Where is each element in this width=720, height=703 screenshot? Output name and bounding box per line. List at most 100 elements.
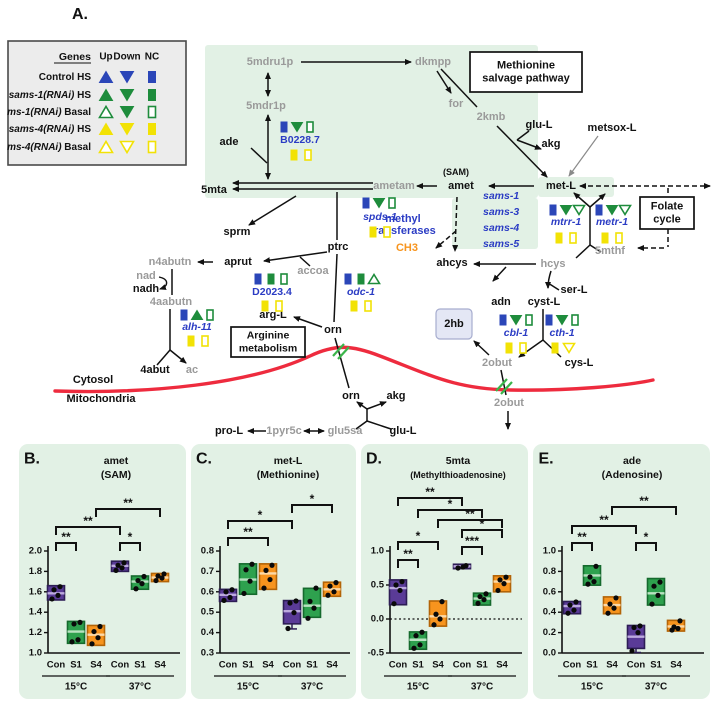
data-point [311, 605, 317, 611]
pathway-line [248, 195, 297, 226]
data-point [463, 563, 469, 569]
data-point [677, 618, 683, 624]
y-tick-label: 0.5 [201, 607, 215, 618]
metabolite-metsox-L: metsox-L [588, 122, 637, 134]
data-point [51, 587, 57, 593]
metabolite-cytosol: Cytosol [73, 374, 113, 386]
gene-label-sams-3: sams-3 [483, 206, 519, 218]
pathway-line [492, 266, 507, 282]
data-point [307, 598, 313, 604]
data-point [153, 577, 159, 584]
data-point [55, 592, 61, 598]
y-tick-label: 1.0 [29, 648, 42, 659]
data-point [139, 581, 145, 587]
y-tick-label: 0.5 [371, 580, 385, 591]
gene-label-spds-1: spds-1 [363, 211, 397, 223]
sig-bracket [227, 537, 269, 546]
x-cat-label: Con [111, 660, 130, 671]
y-tick-label: 1.8 [29, 566, 42, 577]
group-label: 37°C [645, 682, 667, 693]
transport-slash-icon [495, 378, 508, 392]
data-point [431, 622, 437, 628]
sig-label: ** [425, 485, 435, 499]
pathway-box-folate [639, 196, 695, 230]
group-label: 15°C [237, 682, 259, 693]
data-point [433, 611, 439, 617]
x-cat-label: S1 [412, 660, 424, 671]
metabolite-1pyr5c: 1pyr5c [266, 425, 301, 437]
pathway-line [366, 420, 392, 430]
x-cat-label: Con [389, 660, 408, 671]
y-tick-label: 1.0 [371, 546, 384, 557]
square-icon [364, 300, 372, 312]
sig-label: * [310, 492, 315, 506]
metabolite-5mdru1p: 5mdru1p [247, 56, 294, 68]
data-point [649, 601, 655, 607]
sig-bracket [95, 508, 161, 517]
pathway-line [575, 244, 591, 259]
data-point [57, 584, 63, 590]
x-cat-label: S1 [476, 660, 488, 671]
metabolite-2obut-m: 2obut [494, 397, 524, 409]
legend-col-nc: NC [145, 52, 159, 63]
metabolite-orn-m: orn [342, 390, 360, 402]
square-icon [206, 309, 214, 321]
square-icon [388, 197, 396, 209]
box [258, 563, 278, 591]
sig-label: * [128, 530, 133, 544]
square-icon [569, 232, 577, 244]
metabolite-sam: (SAM) [443, 167, 469, 177]
square-icon [357, 273, 365, 285]
gene-label-sams-1: sams-1 [483, 190, 519, 202]
data-point [161, 571, 167, 577]
nad-nadh-hook [158, 276, 168, 290]
pathway-box-label: cycle [653, 214, 681, 226]
y-tick-label: 0.0 [543, 648, 556, 659]
data-point [261, 585, 267, 591]
data-point [477, 593, 483, 600]
square-icon [350, 300, 358, 312]
data-point [565, 610, 571, 616]
pathway-line [573, 192, 591, 208]
data-point [71, 621, 77, 627]
data-point [243, 567, 249, 573]
gene-label-sams-5: sams-5 [483, 238, 519, 250]
data-point [159, 575, 165, 581]
x-cat-label: Con [563, 660, 582, 671]
pathway-line [473, 340, 490, 356]
data-point [651, 583, 657, 589]
sig-bracket [461, 529, 503, 538]
metabolite-n4abutn: n4abutn [149, 256, 192, 268]
x-cat-label: S4 [262, 660, 274, 671]
data-point [91, 628, 97, 635]
metabolite-2kmb: 2kmb [477, 111, 506, 123]
data-point [497, 577, 503, 583]
up-triangle-icon [190, 309, 204, 320]
data-point [503, 574, 509, 580]
pathway-line [356, 401, 368, 410]
metabolite-ser-L: ser-L [561, 284, 588, 296]
sig-label: ** [599, 513, 609, 527]
legend-col-up: Up [99, 52, 112, 63]
data-point [327, 583, 333, 589]
square-icon [519, 342, 527, 354]
transport-slash-icon [332, 343, 345, 357]
hcys-hook [545, 270, 552, 289]
data-point [293, 598, 299, 604]
legend-frame [7, 40, 187, 166]
square-icon [383, 226, 391, 238]
sig-label: * [416, 529, 421, 543]
y-tick-label: 0.8 [543, 566, 556, 577]
pathway-line [496, 125, 548, 178]
gene-label-B0228.7: B0228.7 [280, 134, 320, 146]
square-icon [304, 149, 312, 161]
up-triangle-icon [98, 88, 114, 101]
legend-row-label: sams-1(RNAi) Basal [7, 107, 91, 118]
panel-letter: C. [196, 451, 212, 468]
sig-label: ** [243, 525, 253, 539]
boxplot-panel-E: E.ade(Adenosine)*******1.00.80.60.40.20.… [533, 444, 710, 699]
metabolite-nadh: nadh [133, 283, 160, 295]
data-point [439, 599, 445, 605]
square-icon [147, 105, 157, 119]
x-cat-label: S4 [670, 660, 682, 671]
